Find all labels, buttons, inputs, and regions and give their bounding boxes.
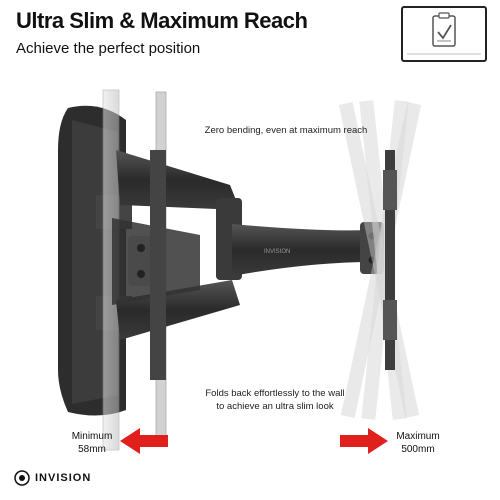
maximum-label-line2: 500mm bbox=[401, 444, 435, 455]
folded-mount bbox=[58, 89, 240, 451]
minimum-label: Minimum 58mm bbox=[62, 430, 122, 456]
minimum-label-line2: 58mm bbox=[78, 444, 106, 455]
caption-bottom-line2: to achieve an ultra slim look bbox=[216, 401, 334, 412]
page-subtitle: Achieve the perfect position bbox=[16, 40, 201, 57]
caption-top: Zero bending, even at maximum reach bbox=[204, 125, 368, 136]
extended-arm: INVISION bbox=[216, 198, 384, 280]
maximum-label-line1: Maximum bbox=[396, 431, 440, 442]
tilt-panels bbox=[338, 100, 422, 420]
page-title: Ultra Slim & Maximum Reach bbox=[16, 8, 308, 33]
clipboard-check-icon bbox=[401, 6, 487, 62]
clipboard-check-icon-graphic bbox=[407, 12, 481, 55]
minimum-label-line1: Minimum bbox=[71, 431, 113, 442]
caption-bottom: Folds back effortlessly to the wall to a… bbox=[190, 387, 360, 413]
arm-logo: INVISION bbox=[264, 249, 290, 255]
brand-name: INVISION bbox=[35, 472, 92, 484]
arrow-right-icon bbox=[340, 428, 388, 454]
invision-logo-icon bbox=[14, 470, 30, 486]
brand-logo: INVISION bbox=[14, 470, 91, 486]
caption-bottom-line1: Folds back effortlessly to the wall bbox=[205, 388, 345, 399]
maximum-label: Maximum 500mm bbox=[388, 430, 448, 456]
arrow-left-icon bbox=[120, 428, 168, 454]
